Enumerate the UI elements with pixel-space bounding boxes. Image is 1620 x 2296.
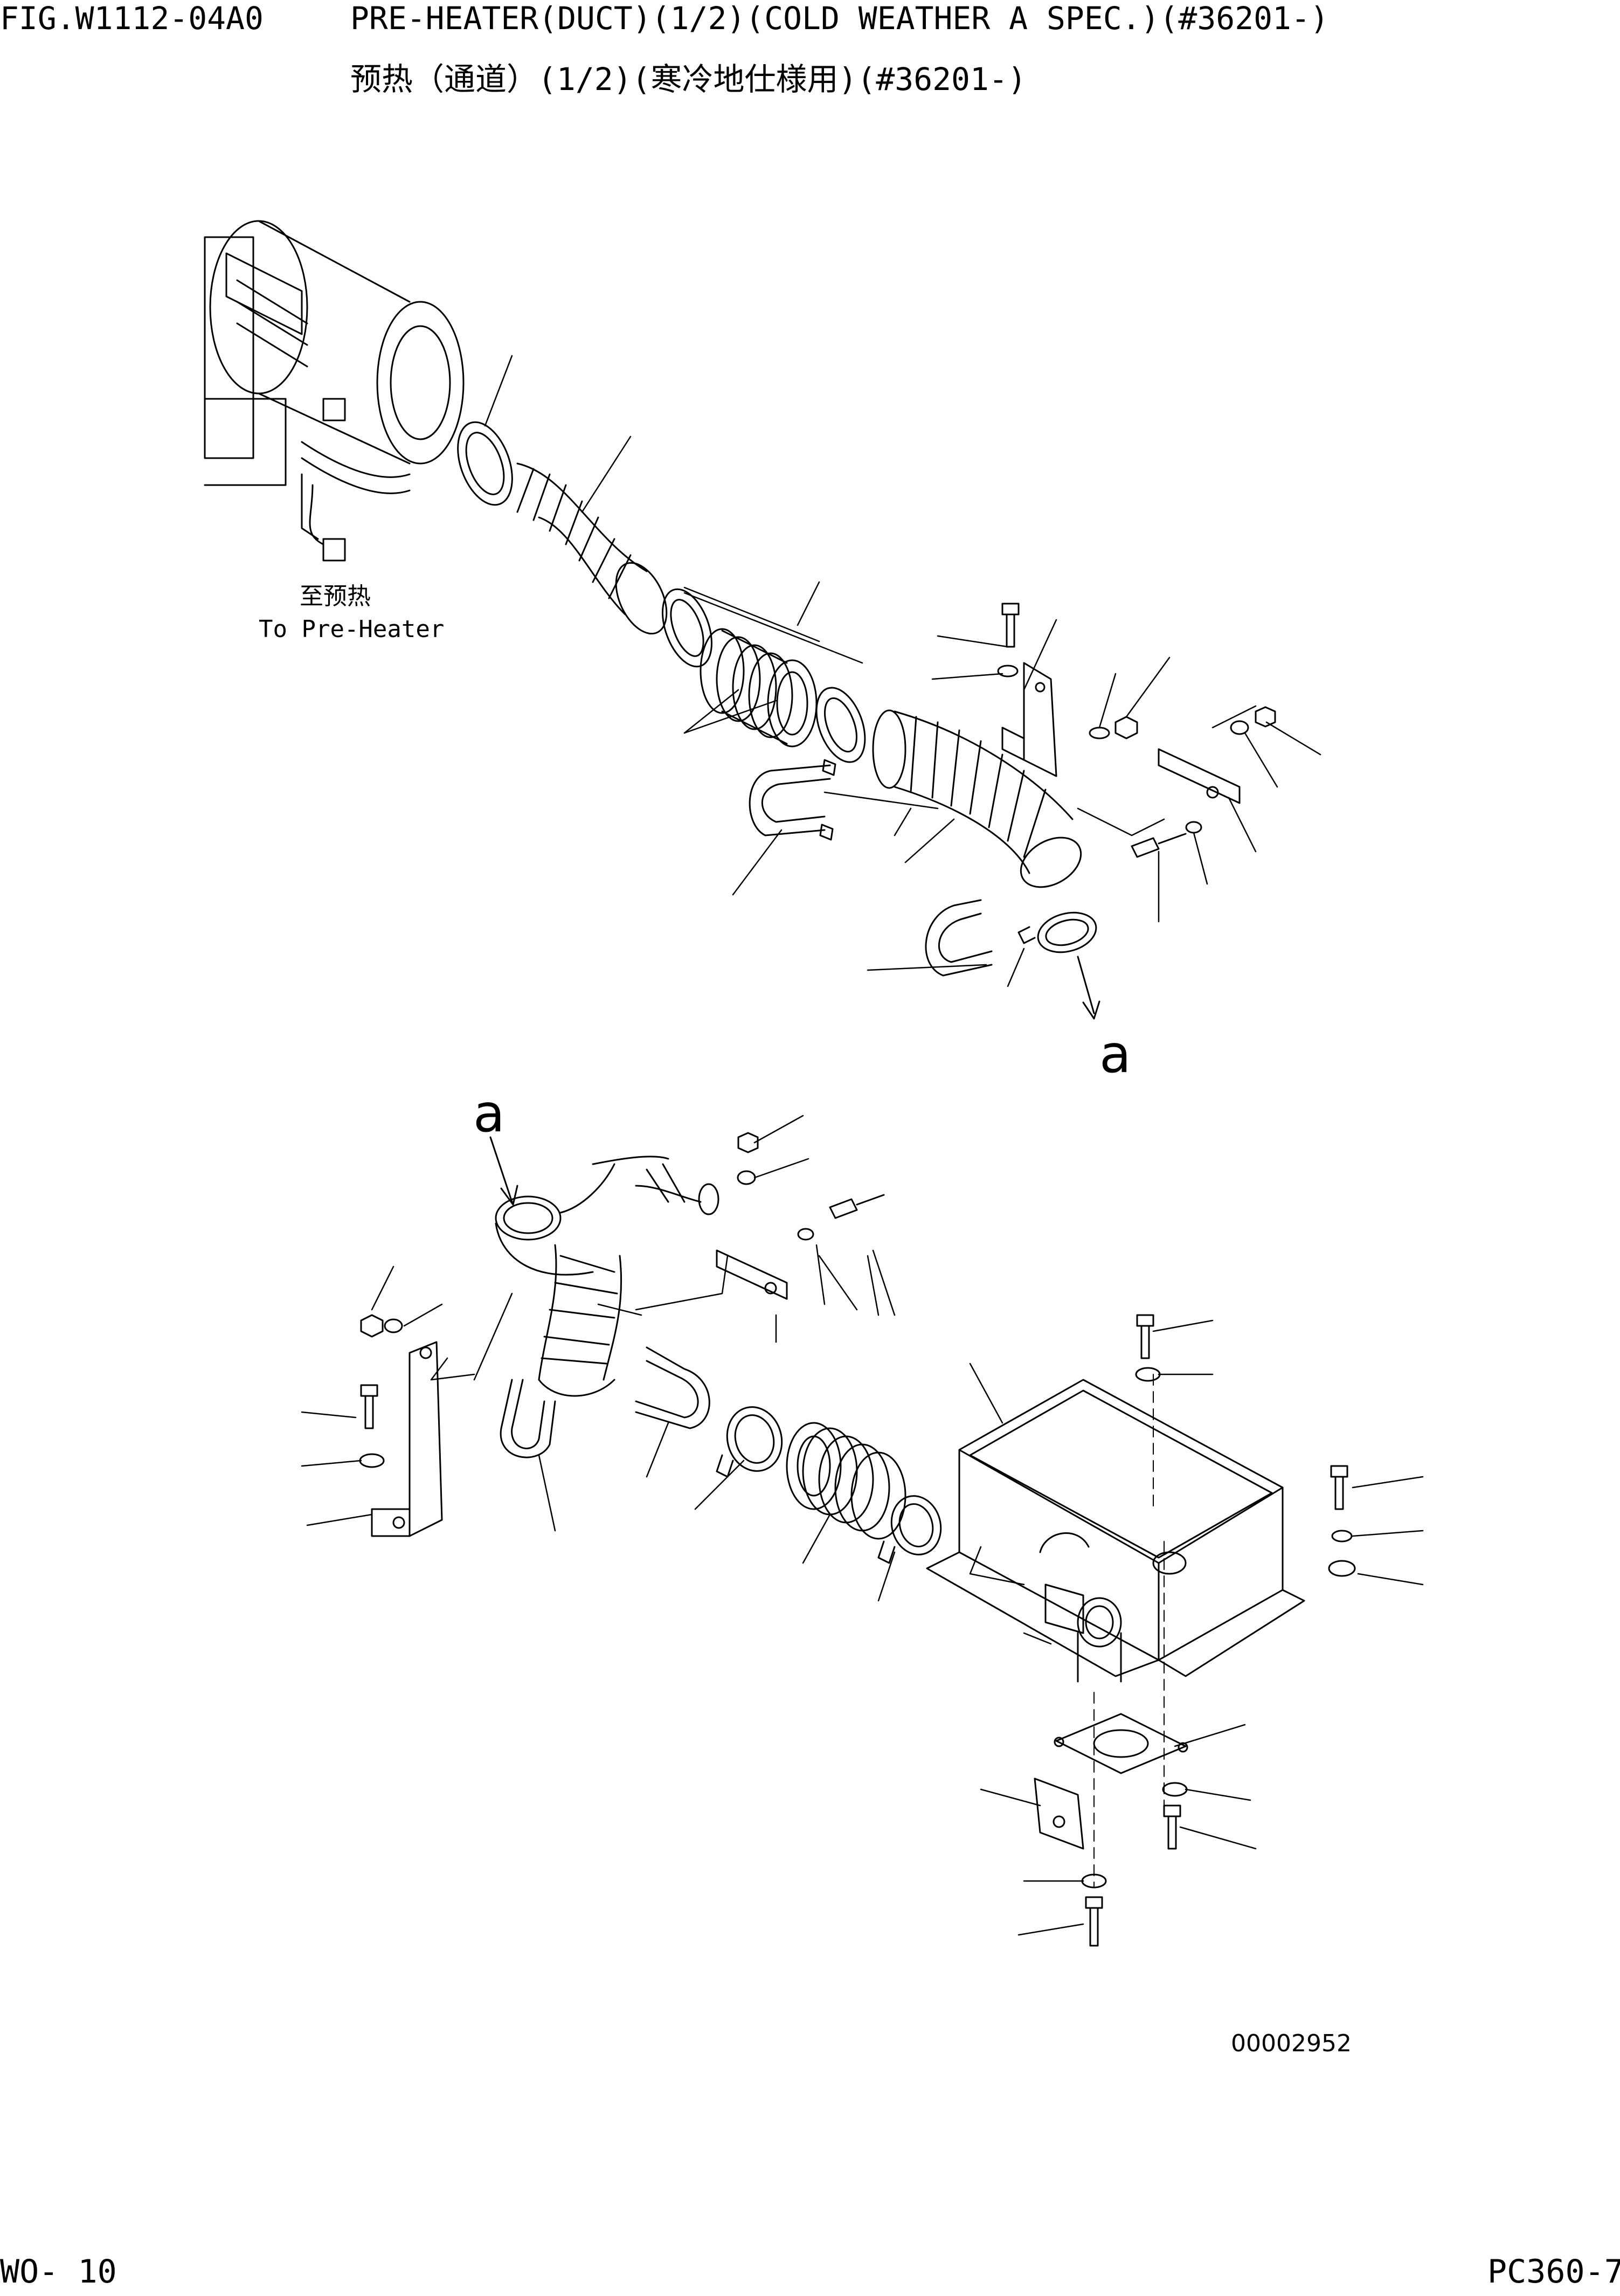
washer	[1136, 1368, 1160, 1381]
arrow-to-a	[1078, 957, 1099, 1019]
figure-code: FIG.W1112-04A0	[0, 0, 264, 37]
bellows-coupling	[787, 1423, 905, 1539]
corrugated-hose	[517, 464, 677, 641]
hose-clamp	[1019, 907, 1100, 958]
nut	[738, 1133, 758, 1152]
washer	[738, 1171, 755, 1184]
washer	[1332, 1531, 1352, 1541]
bolt	[1002, 604, 1019, 647]
bolt	[1132, 834, 1186, 857]
outlet-elbow	[1046, 1585, 1121, 1682]
u-bolt	[501, 1380, 555, 1457]
duct-cover-box	[927, 1380, 1304, 1676]
leader-lines	[485, 356, 1320, 986]
label-to-preheater-en: To Pre-Heater	[259, 616, 445, 643]
washer	[1231, 721, 1248, 734]
clip-plate	[1159, 749, 1240, 803]
washer	[798, 1229, 813, 1240]
u-bolt	[636, 1347, 709, 1428]
washer	[360, 1454, 384, 1467]
washer	[998, 666, 1017, 676]
small-bracket	[1035, 1779, 1083, 1849]
washer	[1329, 1561, 1355, 1576]
drawing-number: 00002952	[1231, 2030, 1352, 2057]
hose-clamp	[878, 1490, 947, 1563]
callout-a-bottom: a	[473, 1083, 505, 1144]
u-bolt	[750, 760, 835, 840]
elbow-duct	[496, 1157, 718, 1396]
washer	[385, 1319, 402, 1332]
nut	[361, 1315, 383, 1337]
title-chinese: 预热（通道）(1/2)(寒冷地仕様用)(#36201-)	[350, 61, 1027, 98]
gasket-flange	[1055, 1714, 1187, 1773]
bolt	[830, 1195, 884, 1218]
washer	[1186, 822, 1201, 833]
callout-a-top: a	[1099, 1024, 1131, 1084]
clip-plate	[717, 1250, 787, 1299]
nut	[1116, 717, 1137, 738]
bolt	[1137, 1315, 1153, 1358]
bolt	[1331, 1466, 1347, 1509]
pre-heater-unit	[205, 221, 463, 561]
bellows-coupling	[701, 629, 816, 746]
arrow-to-a	[490, 1137, 517, 1205]
hose-clamp-ring	[447, 414, 522, 512]
hose-clamp-ring	[807, 681, 874, 769]
title-english: PRE-HEATER(DUCT)(1/2)(COLD WEATHER A SPE…	[350, 0, 1329, 37]
bolt	[1086, 1897, 1102, 1946]
u-bolt	[926, 900, 992, 976]
mounting-bracket	[1002, 663, 1056, 776]
corrugated-duct	[873, 710, 1090, 897]
hose-clamp	[717, 1401, 789, 1477]
bolt	[361, 1385, 377, 1428]
leader-lines	[302, 1116, 1423, 1935]
page-number: WO- 10	[0, 2253, 117, 2291]
washer	[1090, 728, 1109, 738]
support-bracket	[372, 1342, 442, 1536]
nut	[1256, 707, 1275, 727]
model-number: PC360-7	[1487, 2253, 1620, 2291]
label-to-preheater-cn: 至预热	[300, 583, 371, 610]
washer	[1163, 1783, 1187, 1796]
bolt	[1164, 1806, 1180, 1849]
